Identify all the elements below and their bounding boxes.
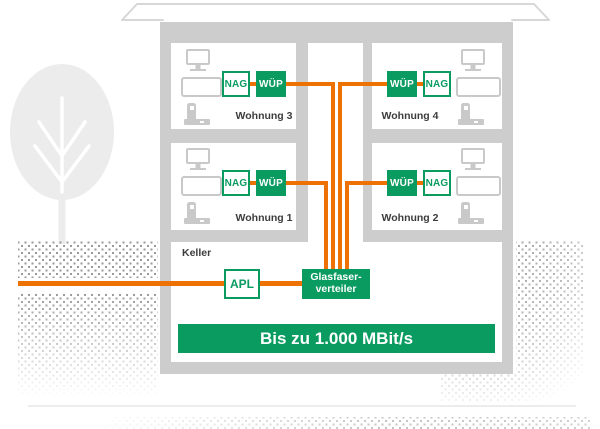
connector-w3 (250, 82, 256, 86)
apl-box: APL (224, 269, 260, 299)
monitor-icon (461, 148, 485, 164)
wup-box-w2: WÜP (387, 170, 417, 196)
basement-label: Keller (182, 247, 212, 259)
phone-icon (184, 202, 212, 224)
wup-box-w4: WÜP (387, 71, 417, 97)
nag-box-w1: NAG (222, 170, 250, 196)
connector-w2 (417, 181, 423, 185)
feed-cable-apl-to-distributor (260, 281, 302, 286)
tv-icon (181, 77, 222, 97)
riser-cable-w2-horizontal (345, 181, 389, 185)
tv-icon (456, 176, 501, 196)
phone-icon (184, 103, 212, 125)
fiber-distributor-box: Glasfaser- verteiler (302, 269, 370, 299)
apartment-label-w4: Wohnung 4 (381, 110, 439, 122)
roof-outline (121, 3, 550, 21)
wup-box-w1: WÜP (256, 170, 286, 196)
tree-illustration (10, 64, 114, 244)
apartment-label-w1: Wohnung 1 (235, 212, 293, 224)
riser-cable-w2-vertical (345, 181, 349, 272)
bandwidth-banner: Bis zu 1.000 MBit/s (178, 324, 495, 353)
monitor-icon (186, 148, 210, 164)
apartment-label-w2: Wohnung 2 (381, 212, 439, 224)
fiber-distributor-line2: verteiler (315, 282, 357, 295)
apartment-label-w3: Wohnung 3 (235, 110, 293, 122)
tv-icon (181, 176, 222, 196)
monitor-icon (461, 49, 485, 65)
riser-cable-w1-horizontal (284, 181, 328, 185)
riser-cable-w4-horizontal (338, 82, 389, 86)
riser-cable-w3-vertical (331, 82, 335, 272)
nag-box-w4: NAG (423, 71, 451, 97)
riser-cable-w1-vertical (324, 181, 328, 272)
nag-box-w3: NAG (222, 71, 250, 97)
connector-w1 (250, 181, 256, 185)
connector-w4 (417, 82, 423, 86)
cable-shaft (308, 43, 363, 242)
fiber-distributor-line1: Glasfaser- (310, 271, 362, 283)
phone-icon (458, 103, 486, 125)
phone-icon (458, 202, 486, 224)
nag-box-w2: NAG (423, 170, 451, 196)
tv-icon (456, 77, 501, 97)
riser-cable-w3-horizontal (284, 82, 335, 86)
wup-box-w3: WÜP (256, 71, 286, 97)
monitor-icon (186, 49, 210, 65)
feed-cable-street (18, 281, 224, 286)
riser-cable-w4-vertical (338, 82, 342, 272)
